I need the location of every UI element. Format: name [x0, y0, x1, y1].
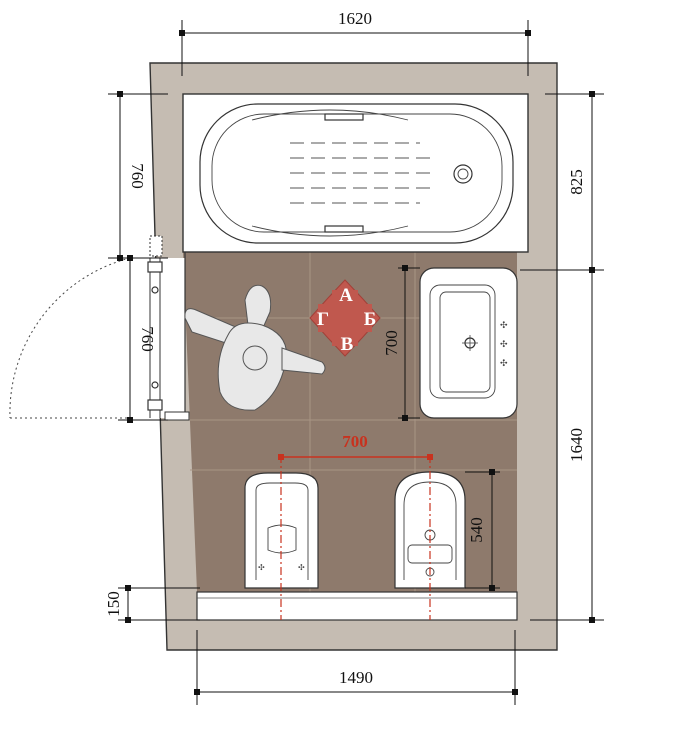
svg-text:150: 150: [104, 591, 123, 617]
dim-bidet: 540: [465, 469, 500, 591]
bottom-ledge: [196, 591, 518, 621]
person-head: [242, 345, 268, 371]
compass-v: В: [341, 334, 354, 355]
svg-text:825: 825: [567, 169, 586, 195]
bathtub: [182, 93, 529, 253]
svg-text:✣: ✣: [500, 321, 508, 331]
dim-sink: 700: [382, 265, 420, 421]
svg-text:✣: ✣: [500, 359, 508, 369]
orientation-badge: А Б В Г: [309, 279, 381, 357]
svg-text:✣: ✣: [258, 563, 265, 572]
svg-text:1490: 1490: [339, 668, 373, 687]
svg-text:700: 700: [382, 330, 401, 356]
person-figure: [184, 284, 326, 411]
dim-left-upper: 760: [108, 91, 168, 261]
dim-bottom: 1490: [194, 630, 518, 705]
dim-left-door: 760: [118, 255, 168, 423]
door-opening: [130, 258, 185, 418]
drain-icon: [453, 164, 473, 184]
compass-g: Г: [317, 309, 329, 330]
toilet-spacing-label: 700: [342, 432, 368, 451]
dim-bottom-gap: 150: [104, 585, 200, 623]
svg-text:540: 540: [467, 517, 486, 543]
sink: ✣ ✣ ✣: [419, 267, 518, 419]
svg-text:1640: 1640: [567, 428, 586, 462]
fixture-centerlines: [280, 455, 431, 620]
svg-text:✣: ✣: [500, 340, 508, 350]
door: [9, 235, 190, 421]
dim-right-main: 1640: [530, 270, 604, 623]
svg-text:760: 760: [128, 163, 147, 189]
svg-text:1620: 1620: [338, 9, 372, 28]
compass-b: Б: [364, 309, 377, 330]
dim-top: 1620: [179, 9, 531, 76]
svg-text:760: 760: [138, 326, 157, 352]
svg-text:✣: ✣: [298, 563, 305, 572]
compass-a: А: [339, 285, 353, 306]
